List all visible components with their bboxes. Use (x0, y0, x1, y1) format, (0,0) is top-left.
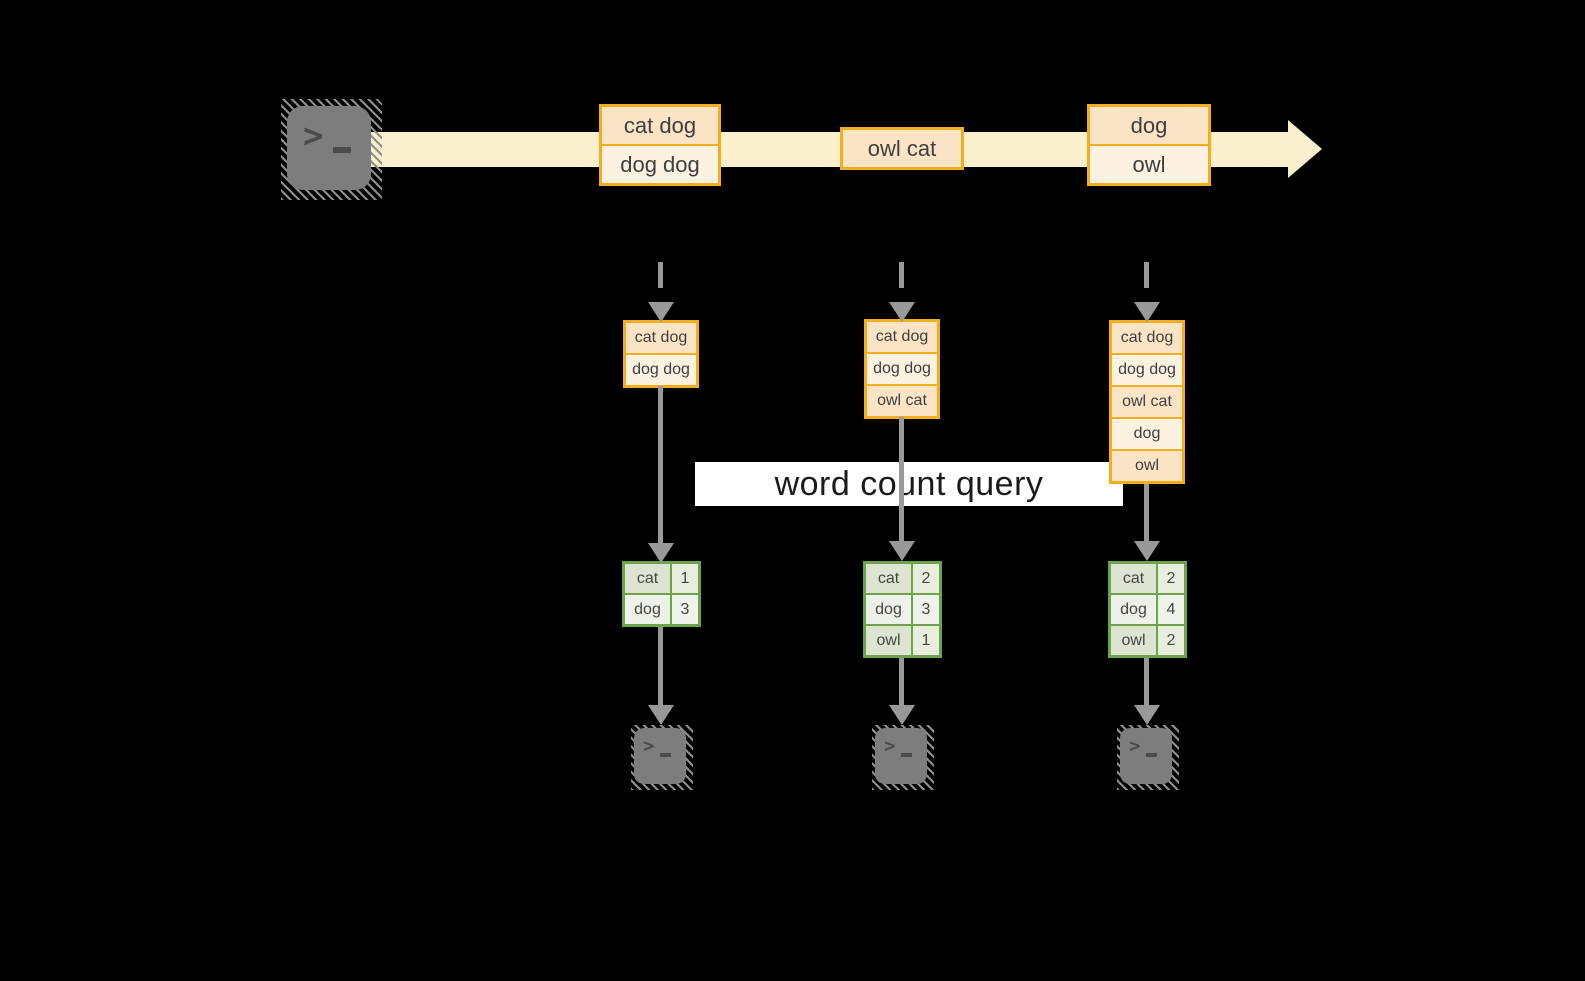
terminal-cursor-icon (1146, 753, 1157, 757)
table-cell-word: dog (625, 595, 670, 624)
down-arrow (889, 417, 915, 561)
table-cell-count: 3 (913, 595, 939, 624)
terminal-prompt-icon: > (643, 735, 655, 757)
down-arrow (648, 386, 674, 563)
arrowhead-icon (648, 705, 674, 725)
buffer-item: dog dog (1112, 353, 1182, 385)
word-count-table: cat 2 dog 4 owl 2 (1108, 561, 1187, 658)
arrowhead-icon (648, 543, 674, 563)
dashed-down-arrow (648, 262, 674, 322)
buffer-stack: cat dog dog dog owl cat (864, 319, 940, 419)
dashed-down-arrow (889, 262, 915, 322)
message-box: owl cat (840, 127, 964, 170)
message-box: cat dog dog dog (599, 104, 721, 186)
terminal-cursor-icon (660, 753, 671, 757)
buffer-item: owl cat (1112, 385, 1182, 417)
table-cell-word: owl (866, 626, 911, 655)
table-cell-count: 3 (672, 595, 698, 624)
dashed-down-arrow (1134, 262, 1160, 322)
terminal-cursor-icon (901, 753, 912, 757)
table-cell-word: dog (1111, 595, 1156, 624)
message-line: owl cat (843, 130, 961, 167)
terminal-cursor-icon (333, 147, 351, 153)
down-arrow (1134, 658, 1160, 725)
table-cell-word: owl (1111, 626, 1156, 655)
table-cell-count: 2 (1158, 626, 1184, 655)
arrowhead-icon (1134, 302, 1160, 322)
terminal-prompt-icon: > (303, 116, 324, 156)
table-cell-word: cat (1111, 564, 1156, 593)
terminal-icon: > (631, 725, 693, 790)
word-count-table: cat 1 dog 3 (622, 561, 701, 627)
message-line: cat dog (602, 107, 718, 144)
arrowhead-icon (889, 705, 915, 725)
arrowhead-icon (889, 541, 915, 561)
terminal-prompt-icon: > (884, 735, 896, 757)
buffer-item: cat dog (626, 323, 696, 353)
message-line: dog (1090, 107, 1208, 144)
table-cell-count: 1 (913, 626, 939, 655)
buffer-item: cat dog (1112, 323, 1182, 353)
buffer-item: owl (1112, 449, 1182, 481)
terminal-icon: > (1117, 725, 1179, 790)
buffer-item: cat dog (867, 322, 937, 352)
table-cell-count: 2 (1158, 564, 1184, 593)
buffer-item: dog dog (867, 352, 937, 384)
table-cell-word: dog (866, 595, 911, 624)
buffer-stack: cat dog dog dog owl cat dog owl (1109, 320, 1185, 484)
terminal-icon: > (281, 99, 382, 200)
table-cell-count: 1 (672, 564, 698, 593)
message-box: dog owl (1087, 104, 1211, 186)
word-count-table: cat 2 dog 3 owl 1 (863, 561, 942, 658)
table-cell-word: cat (625, 564, 670, 593)
table-cell-word: cat (866, 564, 911, 593)
table-cell-count: 4 (1158, 595, 1184, 624)
arrowhead-icon (1134, 541, 1160, 561)
terminal-icon-body (287, 106, 371, 190)
terminal-prompt-icon: > (1129, 735, 1141, 757)
buffer-stack: cat dog dog dog (623, 320, 699, 388)
table-cell-count: 2 (913, 564, 939, 593)
arrowhead-icon (889, 302, 915, 322)
buffer-item: dog (1112, 417, 1182, 449)
query-banner: word count query (695, 462, 1123, 506)
stream-arrow-head (1288, 120, 1322, 178)
buffer-item: owl cat (867, 384, 937, 416)
terminal-icon: > (872, 725, 934, 790)
down-arrow (648, 627, 674, 725)
message-line: owl (1090, 144, 1208, 183)
arrowhead-icon (1134, 705, 1160, 725)
message-line: dog dog (602, 144, 718, 183)
down-arrow (1134, 484, 1160, 561)
buffer-item: dog dog (626, 353, 696, 385)
down-arrow (889, 658, 915, 725)
arrowhead-icon (648, 302, 674, 322)
